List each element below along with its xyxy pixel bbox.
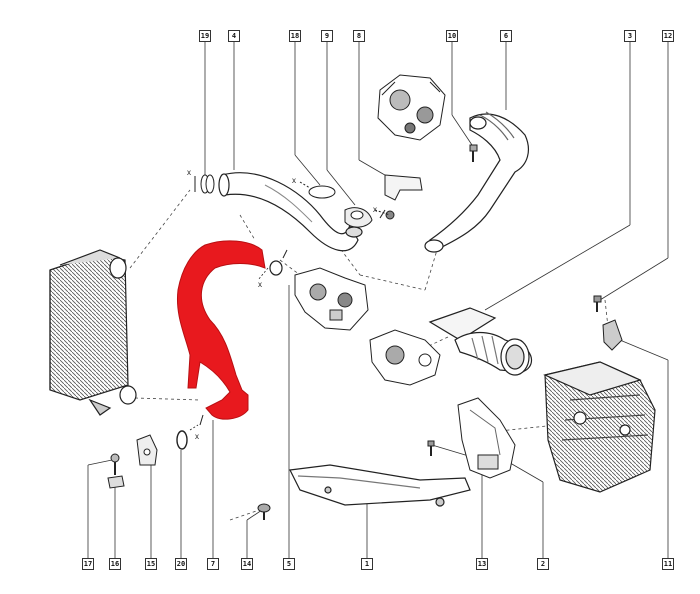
callout-3: 3 <box>624 30 636 42</box>
bolt-10 <box>469 144 478 162</box>
o-ring-18 <box>299 181 336 199</box>
washer-16 <box>107 475 125 489</box>
reference-ticks <box>194 176 386 426</box>
intake-pipe-6 <box>424 111 529 253</box>
callout-10: 10 <box>446 30 458 42</box>
callout-16: 16 <box>109 558 121 570</box>
callout-5: 5 <box>283 558 295 570</box>
callout-11: 11 <box>662 558 674 570</box>
axis-mark: x <box>187 168 191 177</box>
lower-bracket-1 <box>289 464 471 507</box>
upper-intercooler-hose-4 <box>218 172 363 252</box>
intercooler <box>49 249 137 416</box>
bolt-12 <box>593 295 602 312</box>
callout-14: 14 <box>241 558 253 570</box>
callout-4: 4 <box>228 30 240 42</box>
callout-20: 20 <box>175 558 187 570</box>
bolt-14 <box>257 503 271 520</box>
bolt-17 <box>110 453 120 475</box>
resonator-bracket-2 <box>457 397 516 479</box>
o-ring-5 <box>257 260 283 281</box>
lower-intercooler-hose-7 <box>176 240 266 420</box>
axis-mark: x <box>373 205 377 214</box>
callout-15: 15 <box>145 558 157 570</box>
axis-mark: x <box>292 176 296 185</box>
callout-12: 12 <box>662 30 674 42</box>
bracket-8 <box>374 174 423 220</box>
throttle-actuator <box>369 329 441 386</box>
mount-bracket-15 <box>136 434 158 466</box>
callout-7: 7 <box>207 558 219 570</box>
leader-lines <box>87 42 669 558</box>
sensor-11 <box>602 319 623 351</box>
o-ring-20 <box>176 424 199 450</box>
throttle-body <box>294 267 369 331</box>
turbocharger <box>377 74 446 141</box>
callout-17: 17 <box>82 558 94 570</box>
axis-mark: x <box>258 280 262 289</box>
pipe-connector-9 <box>344 207 373 228</box>
callout-18: 18 <box>289 30 301 42</box>
callout-2: 2 <box>537 558 549 570</box>
callout-13: 13 <box>476 558 488 570</box>
callout-6: 6 <box>500 30 512 42</box>
axis-mark: x <box>195 432 199 441</box>
callout-19: 19 <box>199 30 211 42</box>
clamp-19 <box>200 174 215 194</box>
callout-1: 1 <box>361 558 373 570</box>
callout-9: 9 <box>321 30 333 42</box>
air-intake-duct-3 <box>428 307 533 376</box>
air-filter-box <box>543 361 656 493</box>
callout-8: 8 <box>353 30 365 42</box>
bolt-13 <box>427 440 435 456</box>
